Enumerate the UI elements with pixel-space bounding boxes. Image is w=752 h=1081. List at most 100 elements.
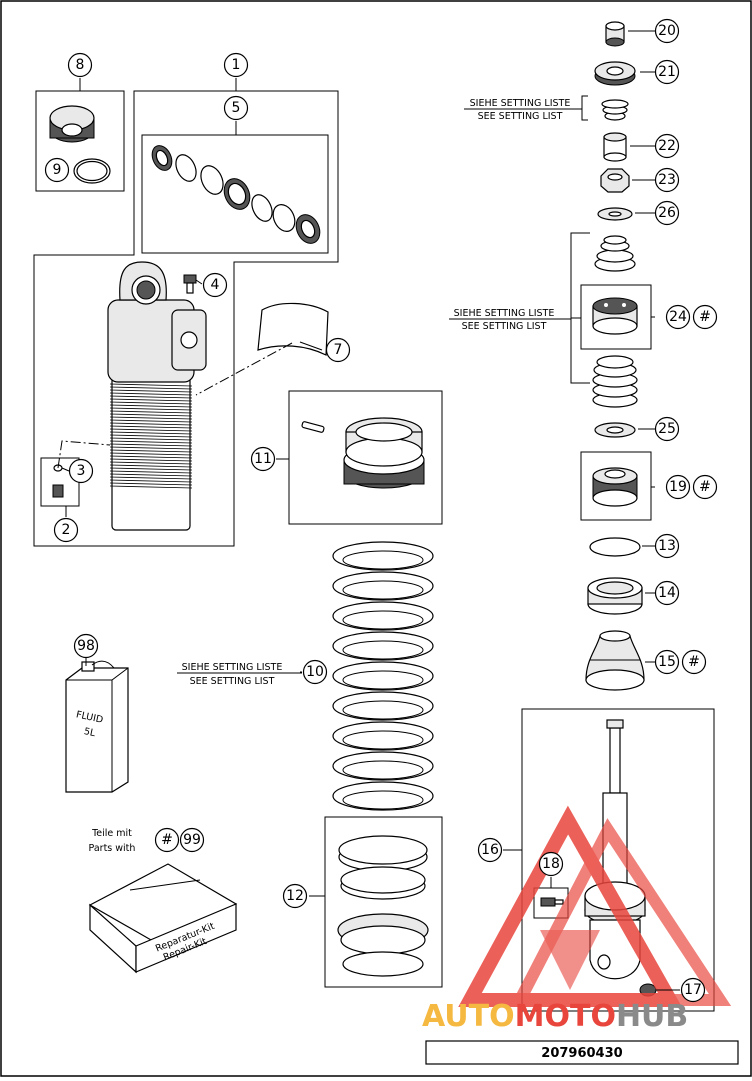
rib-line [109,455,193,459]
box-seal-kit [141,134,329,254]
spring-coil-inner [342,580,424,600]
rib-line [109,407,193,411]
seal-head-part [49,105,95,143]
part-20-nut [605,21,625,47]
setting-list-en-c: SEE SETTING LIST [190,676,275,687]
seal-kit-parts [151,145,321,244]
callout-9: 9 [44,157,70,183]
part-15-bumper [585,630,645,691]
rib-line [109,443,193,447]
callout-10: 10 [302,659,328,685]
callout-2: 2 [53,517,79,543]
callout-markers: 891547321110129899#161817202122232624#25… [44,18,718,1003]
callout-98-label: 98 [77,638,95,654]
callout-hash-24: # [692,304,718,330]
rib-line [109,464,193,468]
kit-note-de: Teile mit [91,828,132,839]
rib-line [109,386,193,390]
spring-coil-outer [332,691,434,721]
box-shock-absorber [33,90,339,547]
leader-dashed-3 [57,440,111,469]
rib-line [109,479,193,483]
callout-8: 8 [67,52,93,78]
rib-line [109,437,193,441]
shock-guard-part [257,302,329,356]
rib-line [109,449,193,453]
callout-5: 5 [223,95,249,121]
callout-22: 22 [654,133,680,159]
box-piston-rod [521,708,715,1012]
part-14-cup [587,577,643,615]
callout-18-label: 18 [542,856,560,872]
callout-3-label: 3 [77,463,86,479]
callout-1-label: 1 [232,57,241,73]
part-21-washer [594,61,636,86]
callout-10-label: 10 [306,664,324,680]
leader-lines [61,30,680,991]
callout-7: 7 [325,337,351,363]
rib-line [109,476,193,480]
shock-body-part [107,261,207,531]
rib-line [109,422,193,426]
part-18-valve [540,897,564,907]
rib-line [109,434,193,438]
spring-coil-inner [342,790,424,810]
watermark-hub: HUB [616,999,688,1034]
bleed-screw-part [183,274,197,294]
setting-list-en-b: SEE SETTING LIST [462,321,547,332]
callout-12: 12 [282,883,308,909]
rib-line [109,389,193,393]
shim-stack-bottom [592,355,638,408]
spring-coil-outer [332,781,434,811]
part-22-bushing [603,132,627,162]
callout-9-label: 9 [53,162,62,178]
callout-hash-15: # [681,649,707,675]
callout-16-label: 16 [481,842,499,858]
callout-hash-99-label: # [161,832,173,848]
callout-hash-24-label: # [699,309,711,325]
callout-8-label: 8 [76,57,85,73]
callout-4-label: 4 [211,277,220,293]
rib-line [109,467,193,471]
setting-list-note-spring: SIEHE SETTING LISTE SEE SETTING LIST [177,662,302,687]
rib-line [109,398,193,402]
callout-11-label: 11 [254,451,272,467]
rib-line [109,392,193,396]
spring-coil-outer [332,631,434,661]
kit-note-en: Parts with [89,843,136,854]
spring-coil-inner [342,640,424,660]
rib-line [109,458,193,462]
callout-26: 26 [654,200,680,226]
rib-line [109,404,193,408]
adjuster-ring-part [301,417,425,489]
part-13-circlip [589,537,641,557]
callout-20: 20 [654,18,680,44]
callout-23: 23 [654,167,680,193]
callout-25-label: 25 [658,421,676,437]
callout-24: 24 [665,304,691,330]
callout-hash-99: # [154,827,180,853]
spring-coil-outer [332,571,434,601]
bracket-top [581,95,588,121]
setting-list-de-c: SIEHE SETTING LISTE [182,662,283,673]
rib-line [109,461,193,465]
valve-part [52,464,64,498]
o-ring-part [73,158,111,184]
callout-21: 21 [654,59,680,85]
callout-99-label: 99 [183,832,201,848]
part-26-washer [597,207,633,221]
spring-coil-inner [342,670,424,690]
callout-99: 99 [179,827,205,853]
rib-line [109,428,193,432]
part-23-nut [600,168,630,193]
watermark-logo [458,805,732,1007]
fluid-can: FLUID 5L [65,660,129,793]
setting-list-note-top: SIEHE SETTING LISTE SEE SETTING LIST [464,98,582,122]
box-spring-seats [324,816,443,988]
setting-list-de: SIEHE SETTING LISTE [470,98,571,109]
rib-line [109,395,193,399]
part-25-washer [594,422,636,438]
spring-coil-outer [332,721,434,751]
